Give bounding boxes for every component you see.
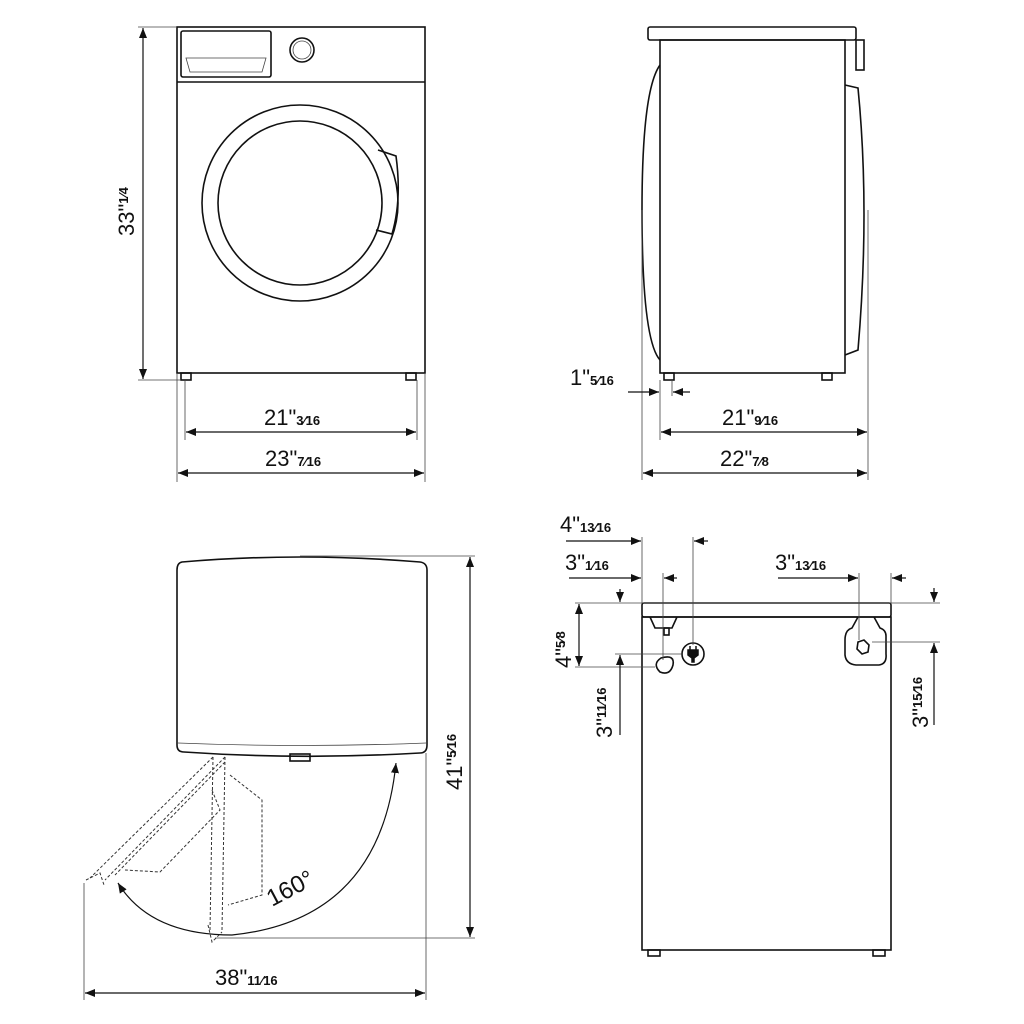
drain-vertical-label: 4"5⁄8: [551, 631, 576, 668]
front-view: 33"1⁄4 21"3⁄16 23"7⁄16: [114, 26, 426, 482]
detergent-drawer: [180, 30, 272, 78]
program-knob: [289, 37, 315, 63]
drain-height-label: 3"11⁄16: [592, 688, 617, 738]
foot-left: [180, 372, 192, 381]
knob-profile: [855, 39, 865, 71]
plug-offset-label: 4"13⁄16: [560, 512, 611, 537]
door-profile: [844, 84, 865, 356]
washer-body-front: [176, 26, 426, 374]
open-width-label: 38"11⁄16: [215, 965, 278, 990]
inlet-height-label: 3"15⁄16: [908, 677, 933, 728]
washer-body-side: [659, 39, 846, 374]
door-angle-label: 160°: [262, 865, 319, 912]
side-view: 1"5⁄16 21"9⁄16 22"7⁄8: [570, 26, 869, 480]
rear-view: 4"13⁄16 3"1⁄16 3"13⁄16 4"5⁄8 3"11⁄16 3"1…: [551, 512, 940, 957]
door-handle: [375, 149, 400, 235]
drain-offset-label: 3"1⁄16: [565, 550, 609, 575]
rear-bulge: [641, 64, 661, 361]
open-depth-label: 41"5⁄16: [442, 734, 467, 790]
front-outer-width-label: 23"7⁄16: [265, 446, 321, 471]
door-latch: [289, 753, 311, 762]
door-outer-ring: [201, 104, 399, 302]
side-total-depth-label: 22"7⁄8: [720, 446, 769, 471]
washer-body-top: [176, 556, 428, 758]
rear-top-band: [641, 602, 892, 618]
water-inlet-icon: [844, 616, 887, 666]
top-plate: [647, 26, 857, 41]
drain-hose-icon: [655, 656, 675, 674]
front-height-label: 33"1⁄4: [114, 186, 139, 236]
washer-body-rear: [641, 616, 892, 951]
foot-right: [405, 372, 417, 381]
side-body-depth-label: 21"9⁄16: [722, 405, 778, 430]
inlet-offset-label: 3"13⁄16: [775, 550, 826, 575]
front-inner-width-label: 21"3⁄16: [264, 405, 320, 430]
door-swing-arc: [117, 762, 399, 936]
foot-offset-label: 1"5⁄16: [570, 365, 614, 390]
top-view: 160° 41"5⁄16 38"11⁄16: [83, 555, 475, 1000]
drain-bracket: [649, 616, 678, 629]
door-glass: [217, 120, 383, 286]
